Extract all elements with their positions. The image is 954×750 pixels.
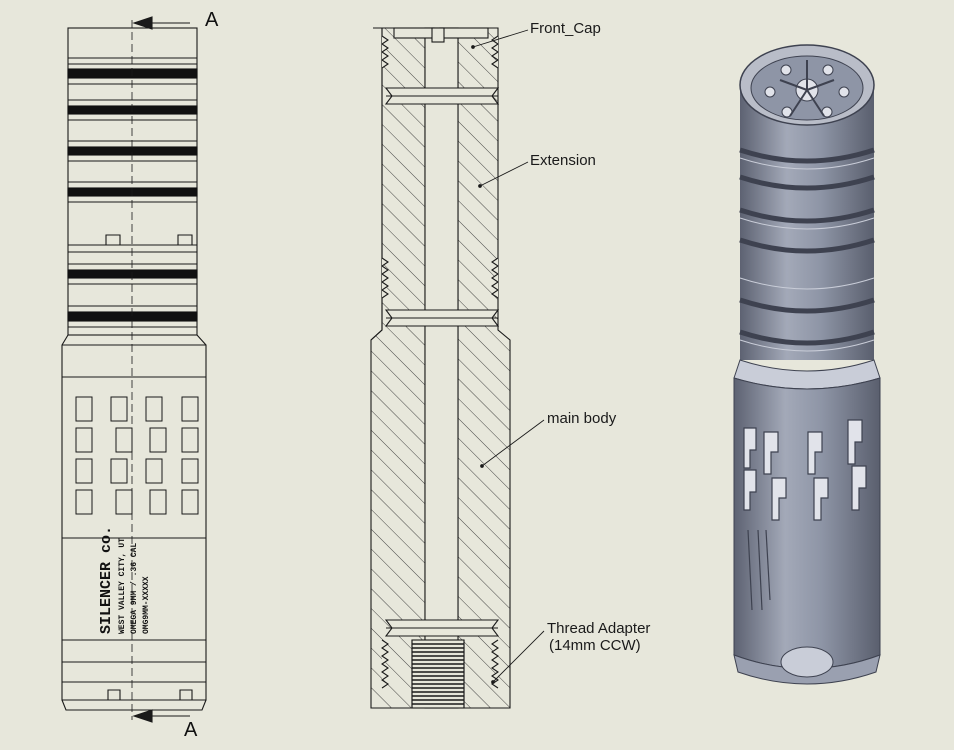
section-left-wall — [370, 27, 426, 709]
section-right-wall — [457, 27, 511, 709]
section-arrow-top — [132, 16, 190, 30]
section-label-bottom: A — [184, 719, 198, 741]
section-view — [370, 27, 511, 709]
render-engraving-marks — [747, 529, 771, 611]
section-arrow-bottom — [132, 709, 190, 723]
render-vent-windows — [743, 419, 867, 521]
engraving-model: OMEGA 9MM / .36 CAL — [130, 543, 139, 634]
section-bore — [424, 27, 459, 709]
render-groove-rings — [739, 147, 875, 346]
engraving-serial: OMG9MM-XXXXX — [142, 576, 151, 634]
section-label-top: A — [205, 9, 219, 31]
front-main-body — [61, 334, 207, 701]
front-view — [61, 16, 207, 723]
callout-thread-adapter-line1: Thread Adapter — [547, 620, 650, 637]
front-groove-bands — [67, 68, 198, 322]
section-baffles — [384, 87, 500, 637]
section-thread-adapter — [411, 639, 465, 709]
section-front-cap — [393, 27, 489, 43]
callout-extension: Extension — [530, 152, 596, 169]
callout-main-body: main body — [547, 410, 617, 427]
callout-thread-adapter-line2: (14mm CCW) — [549, 637, 641, 654]
engraving-location: WEST VALLEY CITY, UT — [118, 538, 127, 634]
iso-render — [733, 44, 881, 685]
engraving-brand: SILENCER co. — [98, 526, 115, 634]
front-vent-windows — [75, 396, 199, 515]
callout-leaders — [471, 29, 545, 684]
callout-front-cap: Front_Cap — [530, 20, 601, 37]
engraving-block: SILENCER co. WEST VALLEY CITY, UT OMEGA … — [98, 526, 151, 634]
